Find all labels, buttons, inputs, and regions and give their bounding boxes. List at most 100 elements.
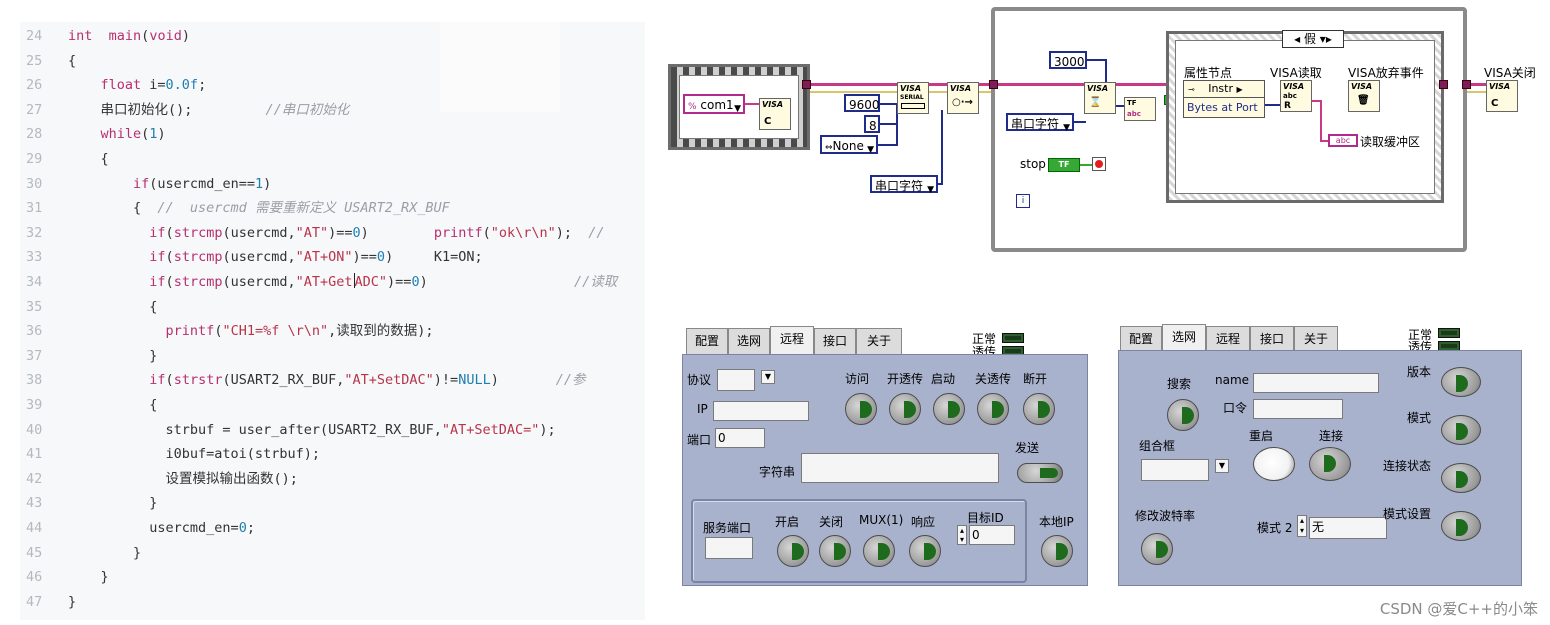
close-button[interactable] <box>819 535 851 567</box>
line-number: 46 <box>26 569 43 586</box>
tab-about[interactable]: 关于 <box>856 328 902 354</box>
status-normal-led <box>1002 333 1024 343</box>
connect-button[interactable] <box>1309 447 1351 481</box>
param-wire-2 <box>880 123 898 125</box>
line-number: 33 <box>26 249 43 266</box>
open-pass-button[interactable] <box>889 393 921 425</box>
line-number: 31 <box>26 200 43 217</box>
read-buffer-indicator: abc <box>1328 134 1358 147</box>
mode2-field[interactable]: 无 <box>1309 517 1387 539</box>
open-button[interactable] <box>777 535 809 567</box>
loop-tunnel-left <box>989 80 998 89</box>
data-bits-control[interactable]: 8 <box>864 115 880 133</box>
baud-rate-control[interactable]: 9600 <box>844 94 880 112</box>
visa-wait-event-vi[interactable]: VISA ⌛ <box>1084 82 1116 114</box>
close-pass-button[interactable] <box>977 393 1009 425</box>
tab-remote[interactable]: 远程 <box>1206 326 1250 352</box>
string-field[interactable] <box>801 453 999 483</box>
tab-config[interactable]: 配置 <box>686 328 728 354</box>
parity-control[interactable]: ⇔None▼ <box>820 135 878 155</box>
code-text: } <box>68 593 77 610</box>
combo-dropdown[interactable]: ▼ <box>1215 459 1229 473</box>
code-line: 43 } <box>20 491 645 515</box>
connect-label: 连接 <box>1319 429 1344 443</box>
com-port-control[interactable]: % com1▼ <box>683 94 745 114</box>
seq-tunnel <box>802 80 811 89</box>
mode-control-outer[interactable]: 串口字符▼ <box>870 175 938 195</box>
restart-label: 重启 <box>1249 429 1274 443</box>
port-field[interactable]: 0 <box>715 428 765 448</box>
visa-write-vi[interactable]: VISA ○·→ <box>947 82 979 114</box>
visa-discard-event-vi[interactable]: VISA 🗑 <box>1348 80 1380 112</box>
code-line: 40 strbuf = user_after(USART2_RX_BUF,"AT… <box>20 418 645 442</box>
tab-network[interactable]: 选网 <box>1162 324 1206 352</box>
ip-field[interactable] <box>713 401 809 421</box>
target-id-field[interactable]: 0 <box>969 525 1015 545</box>
name-field[interactable] <box>1253 373 1379 393</box>
panel1-body: 协议 ▼ IP 端口 0 访问 开透传 启动 关透传 断开 字符串 发送 服务端… <box>682 354 1088 586</box>
code-text: } <box>68 495 158 512</box>
tab-interface[interactable]: 接口 <box>814 328 856 354</box>
case-selector[interactable]: ◂ 假 ▾▸ <box>1282 30 1344 48</box>
local-ip-button[interactable] <box>1041 535 1073 567</box>
timeout-constant[interactable]: 3000 <box>1049 51 1087 69</box>
tab-about[interactable]: 关于 <box>1294 326 1338 352</box>
to-bool-node[interactable]: TF abc <box>1124 97 1156 121</box>
mode2-spinner[interactable]: ▴▾ <box>1297 515 1307 537</box>
stop-wire <box>1080 164 1092 166</box>
password-field[interactable] <box>1253 399 1343 419</box>
line-number: 41 <box>26 446 43 463</box>
start-button[interactable] <box>933 393 965 425</box>
code-text: { <box>68 52 77 69</box>
line-number: 29 <box>26 151 43 167</box>
protocol-field[interactable] <box>717 369 755 391</box>
mode-setting-button[interactable] <box>1441 511 1481 541</box>
mode-control-inner[interactable]: 串口字符▼ <box>1006 113 1074 133</box>
tab-config[interactable]: 配置 <box>1120 326 1162 352</box>
labview-block-diagram[interactable]: % com1▼ VISA C 9600 8 ⇔None▼ VISA SERIAL… <box>660 0 1550 270</box>
code-line: 29 { <box>20 147 645 171</box>
line-number: 39 <box>26 397 43 413</box>
protocol-dropdown[interactable]: ▼ <box>761 370 775 384</box>
respond-button[interactable] <box>909 535 941 567</box>
combo-field[interactable] <box>1141 459 1209 481</box>
visa-discard-label: VISA放弃事件 <box>1348 66 1424 80</box>
visa-configure-serial-vi[interactable]: VISA SERIAL <box>897 82 929 114</box>
loop-tunnel-right <box>1462 80 1471 89</box>
disconnect-button[interactable] <box>1023 393 1055 425</box>
read-buffer-wire <box>1312 100 1322 102</box>
close-pass-label: 关透传 <box>975 372 1012 386</box>
restart-button[interactable] <box>1253 447 1295 481</box>
conn-status-label: 连接状态 <box>1383 459 1432 473</box>
visit-button[interactable] <box>845 393 877 425</box>
visa-close-vi[interactable]: VISA C <box>1486 80 1518 112</box>
mode-button[interactable] <box>1441 415 1481 445</box>
version-button[interactable] <box>1441 367 1481 397</box>
open-label: 开启 <box>775 515 800 529</box>
mode-wire-h <box>938 183 942 185</box>
property-node[interactable]: ⊸ Instr ▶ Bytes at Port <box>1183 80 1265 118</box>
service-port-field[interactable] <box>705 537 753 559</box>
target-id-spinner[interactable]: ▴▾ <box>957 525 967 545</box>
stop-button-terminal[interactable]: TF <box>1048 158 1080 172</box>
tab-remote[interactable]: 远程 <box>770 326 814 354</box>
status-normal-label: 正常 <box>1408 328 1433 342</box>
mode-wire-v <box>941 110 943 185</box>
visa-read-vi[interactable]: VISA abc R <box>1280 80 1312 112</box>
close-label: 关闭 <box>819 515 844 529</box>
open-pass-label: 开透传 <box>887 372 924 386</box>
baud-change-button[interactable] <box>1141 533 1173 565</box>
search-button[interactable] <box>1167 399 1199 431</box>
code-line: 32 if(strcmp(usercmd,"AT")==0) printf("o… <box>20 221 645 245</box>
tab-interface[interactable]: 接口 <box>1250 326 1294 352</box>
mux-button[interactable] <box>863 535 895 567</box>
visa-close-init-vi[interactable]: VISA C <box>759 98 791 130</box>
send-button[interactable] <box>1017 463 1063 483</box>
conn-status-button[interactable] <box>1441 463 1481 493</box>
visa-wire-in-loop <box>998 83 1166 86</box>
code-text: { <box>68 397 158 413</box>
line-number: 27 <box>26 101 43 118</box>
tab-network[interactable]: 选网 <box>728 328 770 354</box>
combo-label: 组合框 <box>1139 439 1176 453</box>
